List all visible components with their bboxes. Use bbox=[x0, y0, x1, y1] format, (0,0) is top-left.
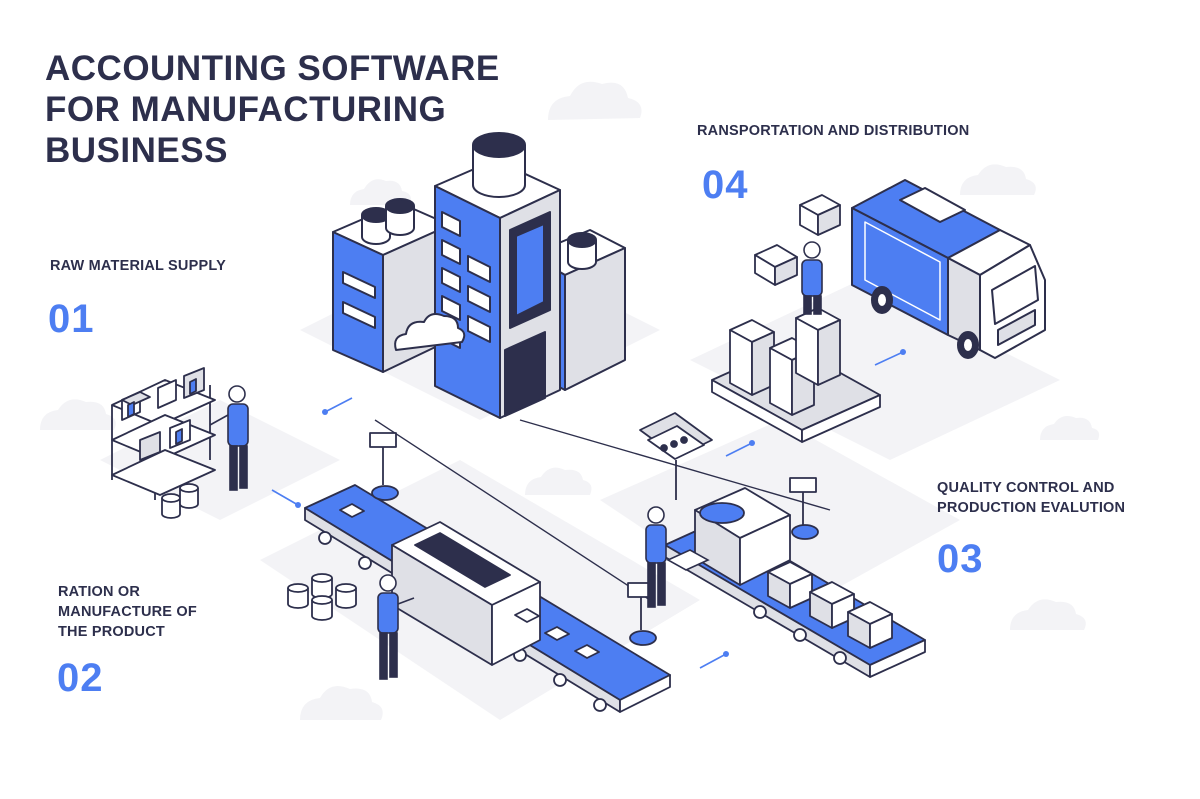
step-04-number: 04 bbox=[702, 163, 749, 207]
worker-icon bbox=[645, 506, 710, 608]
title-line: ACCOUNTING SOFTWARE bbox=[45, 49, 500, 88]
cloud-icons bbox=[40, 81, 1100, 720]
step-01-number: 01 bbox=[48, 297, 95, 341]
step-label-line: RATION OR bbox=[58, 584, 141, 600]
cloud-icon bbox=[40, 399, 116, 430]
title-line: FOR MANUFACTURING bbox=[45, 90, 447, 129]
warehouse-shelf-icon bbox=[111, 367, 216, 519]
worker-icon bbox=[377, 574, 415, 680]
delivery-truck-icon bbox=[851, 179, 1046, 359]
step-02-label: RATION OR MANUFACTURE OF THE PRODUCT bbox=[58, 582, 197, 642]
step-label-line: MANUFACTURE OF bbox=[58, 604, 197, 620]
worker-icon bbox=[209, 385, 249, 491]
cardboard-box-icon bbox=[767, 561, 893, 649]
title-line: BUSINESS bbox=[45, 131, 228, 170]
step-label-line: RANSPORTATION AND DISTRIBUTION bbox=[697, 123, 970, 139]
cloud-icon bbox=[548, 81, 642, 120]
step-label-line: PRODUCTION EVALUTION bbox=[937, 500, 1126, 516]
conveyor-belt-icon bbox=[287, 432, 671, 713]
step-label-line: QUALITY CONTROL AND bbox=[937, 480, 1115, 496]
dash-dots bbox=[295, 349, 906, 657]
worker-icon bbox=[801, 241, 823, 315]
step-label-line: RAW MATERIAL SUPPLY bbox=[50, 258, 226, 274]
cloud-icon bbox=[960, 164, 1036, 195]
cardboard-box-icon bbox=[729, 194, 841, 416]
cloud-icon bbox=[525, 467, 592, 495]
step-02-number: 02 bbox=[57, 656, 104, 700]
cloud-icon bbox=[1010, 599, 1086, 630]
step-01-label: RAW MATERIAL SUPPLY bbox=[50, 256, 226, 276]
cloud-icon bbox=[300, 686, 383, 720]
cloud-icon bbox=[1040, 416, 1100, 440]
connector-lines bbox=[374, 419, 831, 601]
page-title: ACCOUNTING SOFTWARE FOR MANUFACTURING BU… bbox=[45, 48, 565, 171]
conveyor-belt-icon bbox=[639, 412, 926, 678]
factory-building-icon bbox=[332, 132, 626, 419]
step-03-number: 03 bbox=[937, 537, 984, 581]
step-04-label: RANSPORTATION AND DISTRIBUTION bbox=[697, 121, 969, 141]
pallet-boxes bbox=[711, 194, 881, 443]
dashes bbox=[271, 351, 904, 669]
step-03-label: QUALITY CONTROL AND PRODUCTION EVALUTION bbox=[937, 478, 1125, 518]
step-label-line: THE PRODUCT bbox=[58, 624, 165, 640]
